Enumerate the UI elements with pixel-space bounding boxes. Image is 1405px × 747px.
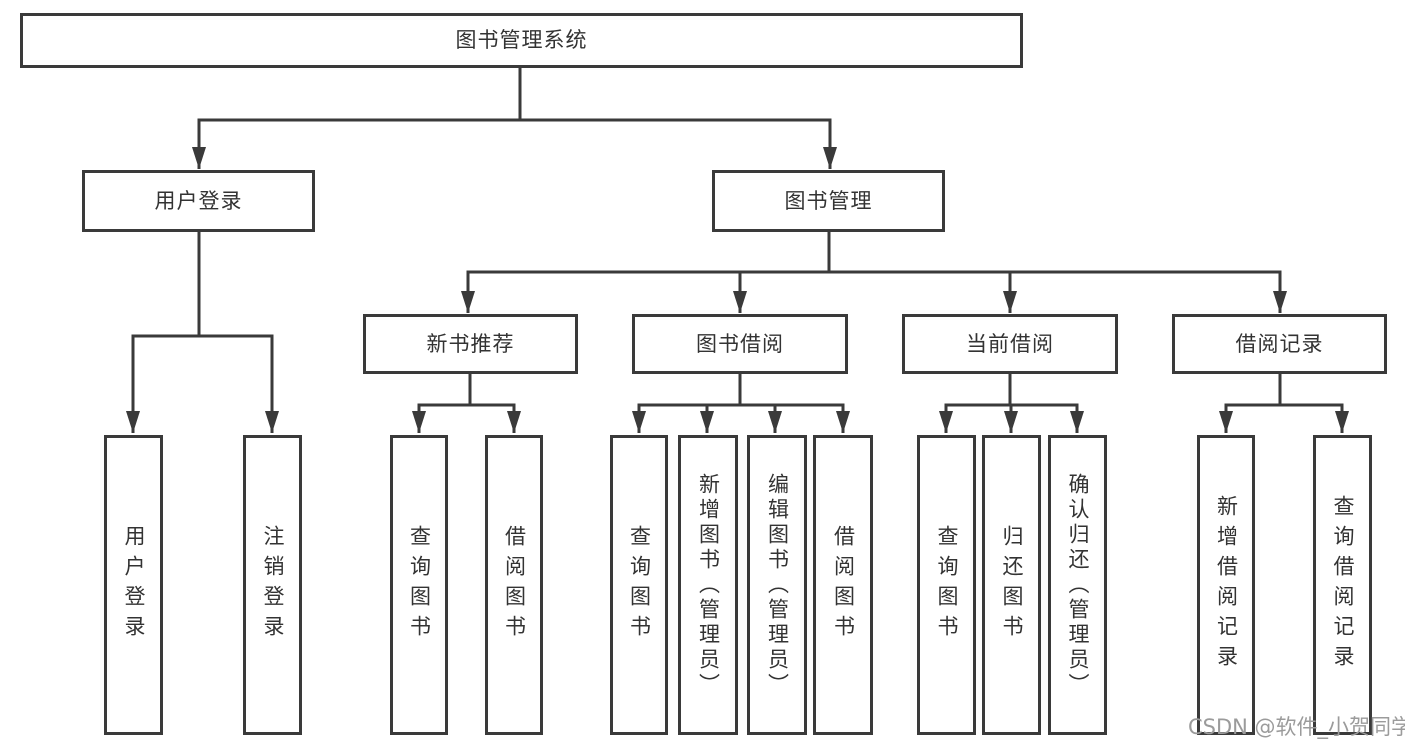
node-query-books-borrowing: 查询图书 <box>610 435 668 735</box>
node-add-borrowing-record: 新增借阅记录 <box>1197 435 1255 735</box>
node-new-book-recommendation: 新书推荐 <box>363 314 578 374</box>
node-edit-books-admin: 编辑图书（管理员） <box>747 435 807 735</box>
node-label: 借阅图书 <box>831 525 856 645</box>
node-label: 查询图书 <box>935 525 959 645</box>
node-label: 注销登录 <box>261 525 285 645</box>
node-label: 编辑图书（管理员） <box>765 472 790 698</box>
node-borrowing-records: 借阅记录 <box>1172 314 1387 374</box>
node-label: 用户登录 <box>154 188 243 213</box>
node-add-books-admin: 新增图书（管理员） <box>678 435 738 735</box>
node-label: 用户登录 <box>122 525 146 645</box>
node-current-borrowing: 当前借阅 <box>902 314 1118 374</box>
node-label: 确认归还（管理员） <box>1066 472 1090 698</box>
node-borrow-books-recommendation: 借阅图书 <box>485 435 543 735</box>
node-library-management-system: 图书管理系统 <box>20 13 1023 68</box>
node-book-borrowing: 图书借阅 <box>632 314 848 374</box>
node-return-books: 归还图书 <box>982 435 1041 735</box>
node-label: 查询借阅记录 <box>1331 495 1355 675</box>
node-query-books-current: 查询图书 <box>917 435 976 735</box>
node-label: 图书借阅 <box>696 331 784 356</box>
node-label: 新书推荐 <box>426 331 515 356</box>
node-label: 图书管理 <box>784 188 873 213</box>
node-label: 借阅记录 <box>1235 331 1324 356</box>
node-confirm-return-admin: 确认归还（管理员） <box>1048 435 1107 735</box>
node-label: 新增借阅记录 <box>1214 495 1239 675</box>
node-query-books-recommendation: 查询图书 <box>390 435 448 735</box>
node-borrow-books-operation: 借阅图书 <box>813 435 873 735</box>
watermark: CSDN @软件_小贺同学 <box>1188 715 1405 739</box>
node-label: 新增图书（管理员） <box>696 472 721 698</box>
node-query-borrowing-record: 查询借阅记录 <box>1313 435 1372 735</box>
node-label: 图书管理系统 <box>455 28 588 52</box>
node-book-management: 图书管理 <box>712 170 945 232</box>
node-label: 查询图书 <box>407 525 432 645</box>
node-label: 归还图书 <box>1000 525 1024 645</box>
node-user-login: 用户登录 <box>82 170 315 232</box>
node-label: 借阅图书 <box>502 525 527 645</box>
node-logout-operation: 注销登录 <box>243 435 302 735</box>
node-label: 查询图书 <box>627 525 652 645</box>
node-label: 当前借阅 <box>966 331 1054 356</box>
node-user-login-operation: 用户登录 <box>104 435 163 735</box>
